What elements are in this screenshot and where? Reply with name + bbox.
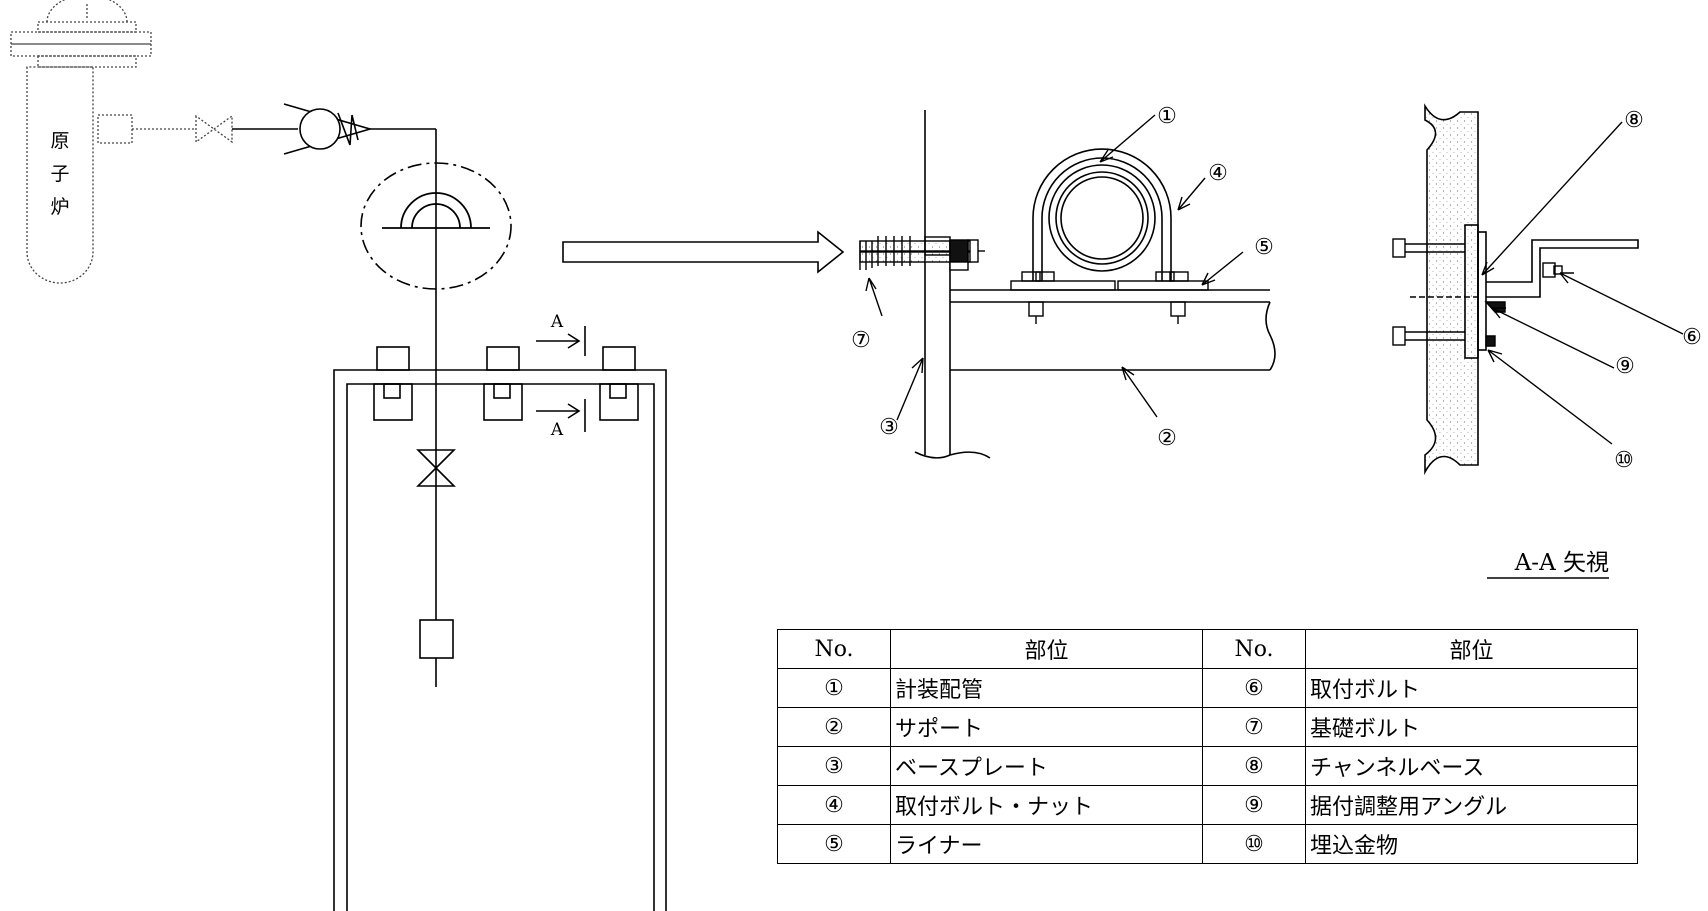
part-name: 取付ボルト [1305,668,1638,708]
header-no-right: No. [1202,629,1306,669]
rack-frame [333,369,667,911]
callout-10: ⑩ [1614,448,1634,473]
view-leader-lines [1481,121,1684,445]
instrument-box [419,619,454,659]
callout-7: ⑦ [851,328,871,353]
check-valve-symbol [283,103,373,155]
part-no: ③ [777,746,891,786]
liner-and-nuts [1010,271,1209,324]
instrument-piping [1048,164,1156,272]
part-name: ベースプレート [890,746,1203,786]
callout-6: ⑥ [1682,325,1702,350]
section-mark-bottom-label: A [550,420,564,440]
isolation-valve-symbol [416,449,456,487]
part-no: ① [777,668,891,708]
view-aa-title: A-A 矢視 [1514,550,1609,576]
part-no: ② [777,707,891,747]
dashed-valve-symbol [195,114,233,144]
embedded-anchor-bolts [1392,238,1478,346]
part-name: 取付ボルト・ナット [890,785,1203,825]
header-part-left: 部位 [890,629,1203,669]
header-part-right: 部位 [1305,629,1638,669]
part-no: ⑨ [1202,785,1306,825]
detail-leader-lines [865,114,1244,421]
callout-2: ② [1157,426,1177,451]
part-no: ⑥ [1202,668,1306,708]
section-mark-top-label: A [550,312,564,332]
part-no: ⑧ [1202,746,1306,786]
parts-table: No. 部位 No. 部位 ① 計装配管 ⑥ 取付ボルト ② サポート ⑦ 基礎… [777,629,1638,864]
part-name: チャンネルベース [1305,746,1638,786]
header-no-left: No. [777,629,891,669]
adjusting-angle [1484,262,1563,347]
table-row: ③ ベースプレート ⑧ チャンネルベース [777,746,1638,786]
callout-4: ④ [1208,161,1228,186]
callout-5: ⑤ [1254,235,1274,260]
table-header-row: No. 部位 No. 部位 [777,629,1638,669]
table-row: ④ 取付ボルト・ナット ⑨ 据付調整用アングル [777,785,1638,825]
part-name: 基礎ボルト [1305,707,1638,747]
reactor-label-3: 炉 [50,196,69,218]
table-row: ① 計装配管 ⑥ 取付ボルト [777,668,1638,708]
reactor-vessel [10,0,152,284]
part-name: ライナー [890,824,1203,864]
table-row: ⑤ ライナー ⑩ 埋込金物 [777,824,1638,864]
part-no: ⑩ [1202,824,1306,864]
reactor-label-1: 原 [50,130,69,152]
detail-arrow [562,230,845,274]
reactor-label-2: 子 [50,163,69,185]
callout-9: ⑨ [1615,354,1635,379]
concrete-wall-section [1424,103,1479,476]
base-plate [914,110,991,459]
part-no: ⑦ [1202,707,1306,747]
part-name: 据付調整用アングル [1305,785,1638,825]
u-bolt [1032,148,1172,281]
callout-3: ③ [879,415,899,440]
part-name: 埋込金物 [1305,824,1638,864]
callout-1: ① [1157,104,1177,129]
part-no: ④ [777,785,891,825]
rack-channel-brackets [373,346,639,421]
detail-circle-dash-dot [360,162,512,290]
section-cut-marker [536,326,586,432]
part-name: サポート [890,707,1203,747]
table-row: ② サポート ⑦ 基礎ボルト [777,707,1638,747]
reactor-nozzle-dashed-line [97,114,196,144]
embedded-plate-and-channel [1464,224,1639,359]
callout-8: ⑧ [1624,108,1644,133]
foundation-bolt [859,236,985,271]
support-beam [950,289,1276,371]
part-no: ⑤ [777,824,891,864]
part-name: 計装配管 [890,668,1203,708]
pipe-support-symbol [382,192,490,229]
